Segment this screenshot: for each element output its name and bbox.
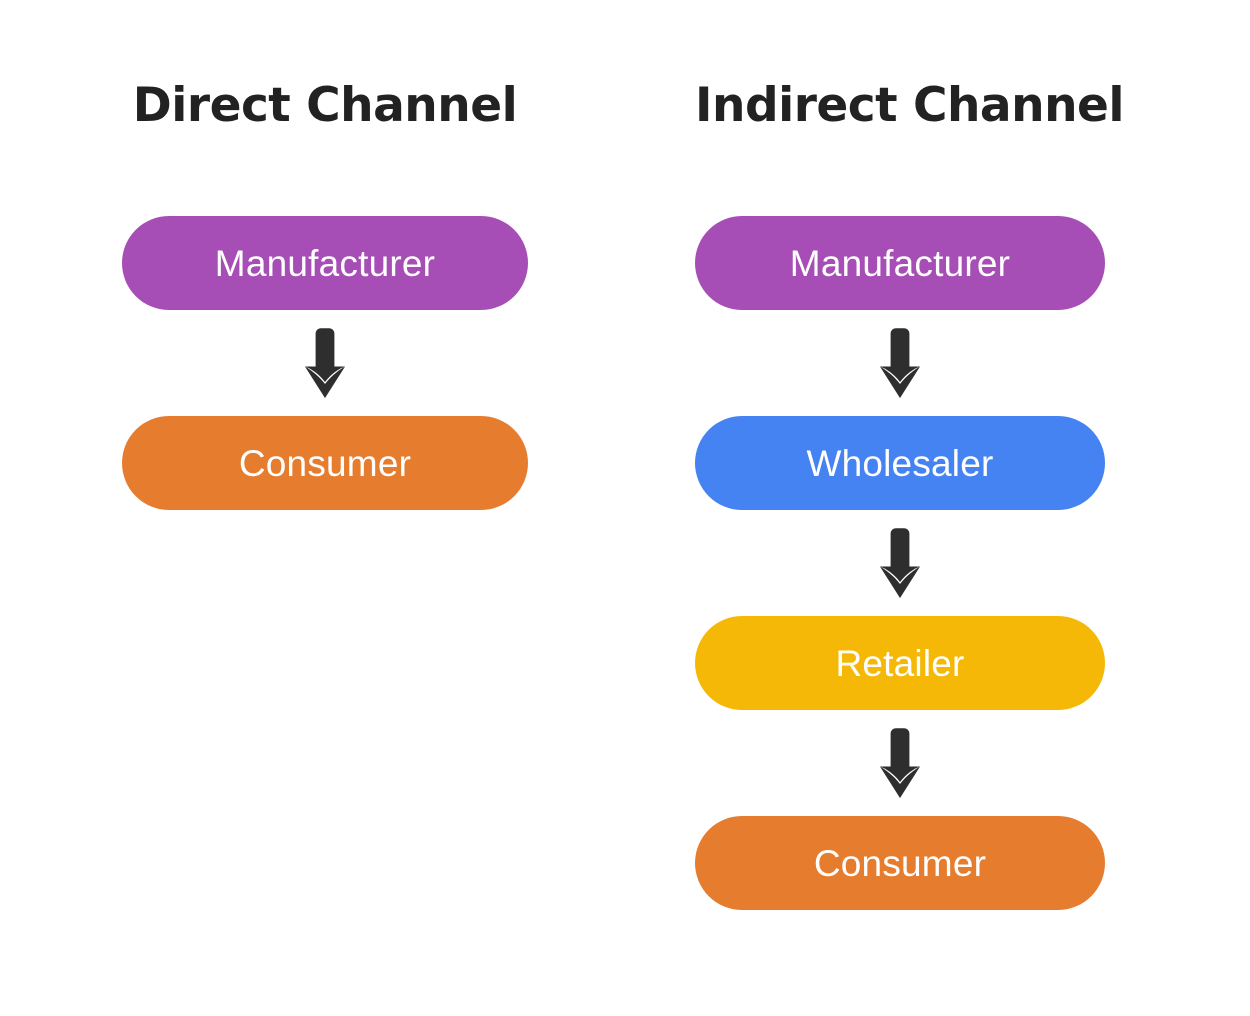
direct-channel-title: Direct Channel xyxy=(132,78,518,133)
down-arrow-icon xyxy=(880,728,920,798)
indirect-arrow-manufacturer-to-wholesaler xyxy=(876,326,924,400)
down-arrow-icon xyxy=(880,528,920,598)
node-label: Consumer xyxy=(238,442,412,484)
node-label: Consumer xyxy=(813,842,987,884)
indirect-arrow-retailer-to-consumer xyxy=(876,726,924,800)
node-indirect-manufacturer[interactable]: Manufacturer xyxy=(695,216,1105,310)
down-arrow-icon xyxy=(305,328,345,398)
node-indirect-consumer[interactable]: Consumer xyxy=(695,816,1105,910)
node-label: Manufacturer xyxy=(214,242,436,284)
node-label: Manufacturer xyxy=(789,242,1011,284)
node-label: Wholesaler xyxy=(806,442,994,484)
node-label: Retailer xyxy=(835,642,965,684)
node-direct-consumer[interactable]: Consumer xyxy=(122,416,528,510)
indirect-channel-title: Indirect Channel xyxy=(695,78,1125,133)
node-direct-manufacturer[interactable]: Manufacturer xyxy=(122,216,528,310)
indirect-arrow-wholesaler-to-retailer xyxy=(876,526,924,600)
direct-arrow-manufacturer-to-consumer xyxy=(301,326,349,400)
node-indirect-wholesaler[interactable]: Wholesaler xyxy=(695,416,1105,510)
down-arrow-icon xyxy=(880,328,920,398)
node-indirect-retailer[interactable]: Retailer xyxy=(695,616,1105,710)
